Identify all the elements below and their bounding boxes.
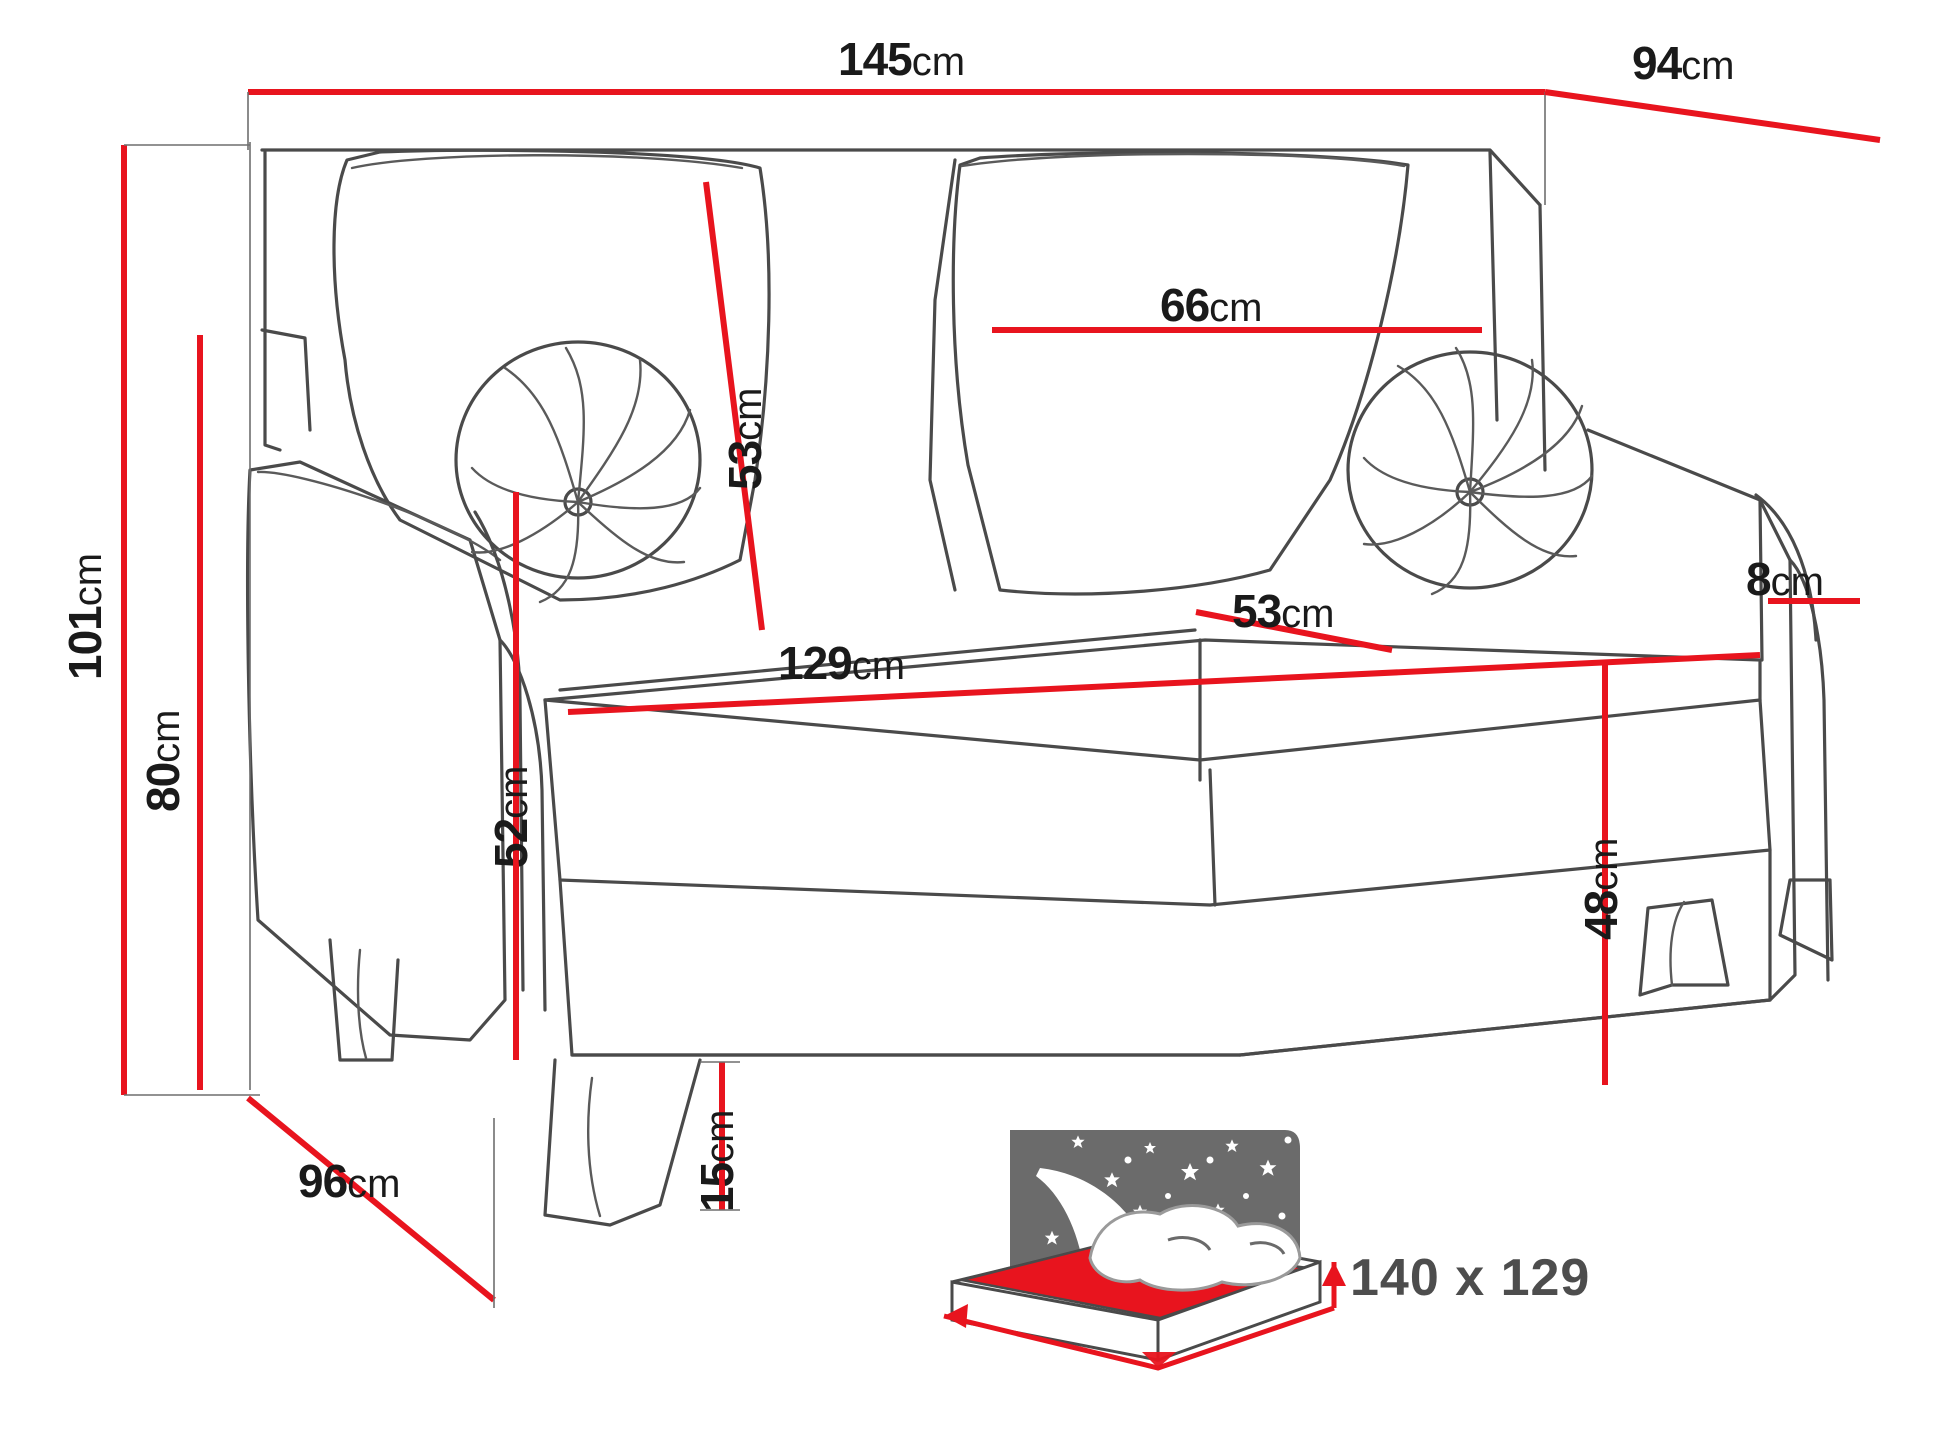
label-backrest-width: 66cm [1160,282,1263,328]
sofa-legs [328,878,1834,1227]
label-total-depth: 94cm [1632,40,1735,86]
label-backrest-width-unit: cm [1209,286,1263,330]
label-back-height-unit: cm [144,709,188,763]
label-total-height-value: 101 [59,606,111,680]
label-back-height: 80cm [137,709,189,813]
left-bolster-cushion [454,340,702,604]
dimension-lines [121,89,1881,1308]
dimline-bottom-depth [246,1095,496,1303]
label-total-depth-unit: cm [1681,44,1735,88]
label-seat-depth-unit: cm [1281,592,1335,636]
label-seat-height-unit: cm [1582,837,1626,891]
label-arm-height-unit: cm [492,765,536,819]
label-back-height-value: 80 [137,762,189,812]
label-sleeping-area: 140 x 129 [1350,1249,1591,1307]
dimline-seat-width [567,652,1761,715]
dimline-backrest-height [703,181,765,631]
label-seat-width-unit: cm [851,644,906,688]
label-arm-thickness: 8cm [1746,556,1824,602]
label-bottom-depth: 96cm [298,1158,401,1204]
right-bolster-cushion [1346,346,1594,596]
label-seat-height-value: 48 [1575,890,1627,940]
label-arm-height: 52cm [485,765,537,869]
dimline-seat-depth [1195,609,1393,653]
label-arm-thickness-value: 8 [1746,553,1772,605]
label-total-width-unit: cm [911,40,966,84]
bed-with-night-sky-icon [943,1130,1346,1371]
dimline-total-depth [1544,89,1881,143]
label-seat-depth: 53cm [1232,588,1335,634]
label-bottom-depth-value: 96 [298,1155,348,1207]
label-seat-depth-value: 53 [1232,585,1282,637]
label-total-height: 101cm [59,552,111,680]
label-backrest-height-unit: cm [726,387,770,441]
label-leg-height: 15cm [691,1109,743,1213]
label-backrest-height-value: 53 [719,440,771,490]
label-seat-width-value: 129 [778,637,853,689]
label-seat-height: 48cm [1575,837,1627,941]
sofa-outline [246,142,1834,1227]
label-total-height-unit: cm [66,552,110,607]
label-backrest-width-value: 66 [1160,279,1210,331]
label-leg-height-value: 15 [691,1162,743,1212]
label-arm-height-value: 52 [485,818,537,868]
label-arm-thickness-unit: cm [1770,560,1824,604]
label-seat-width: 129cm [778,640,905,686]
label-backrest-height: 53cm [719,387,771,491]
label-bottom-depth-unit: cm [347,1162,401,1206]
label-total-depth-value: 94 [1632,37,1682,89]
label-leg-height-unit: cm [698,1109,742,1163]
label-total-width-value: 145 [838,33,913,85]
label-total-width: 145cm [838,36,965,82]
